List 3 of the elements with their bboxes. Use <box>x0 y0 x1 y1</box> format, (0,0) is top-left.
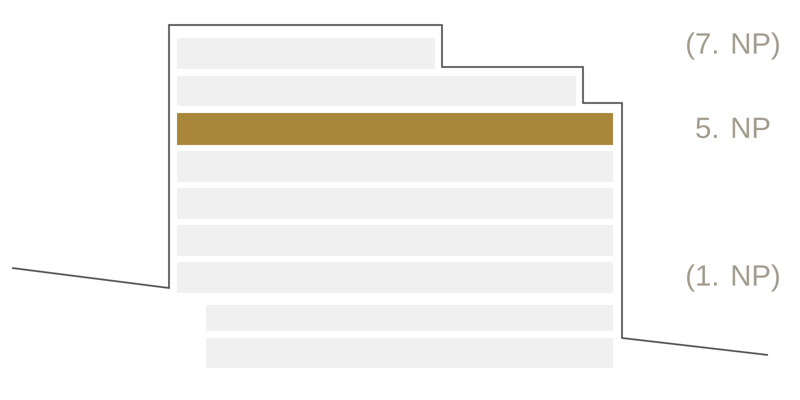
floor-label: (1. NP) <box>687 264 779 292</box>
floor-label: (7. NP) <box>687 32 779 60</box>
floor-label: 5. NP <box>696 118 770 138</box>
